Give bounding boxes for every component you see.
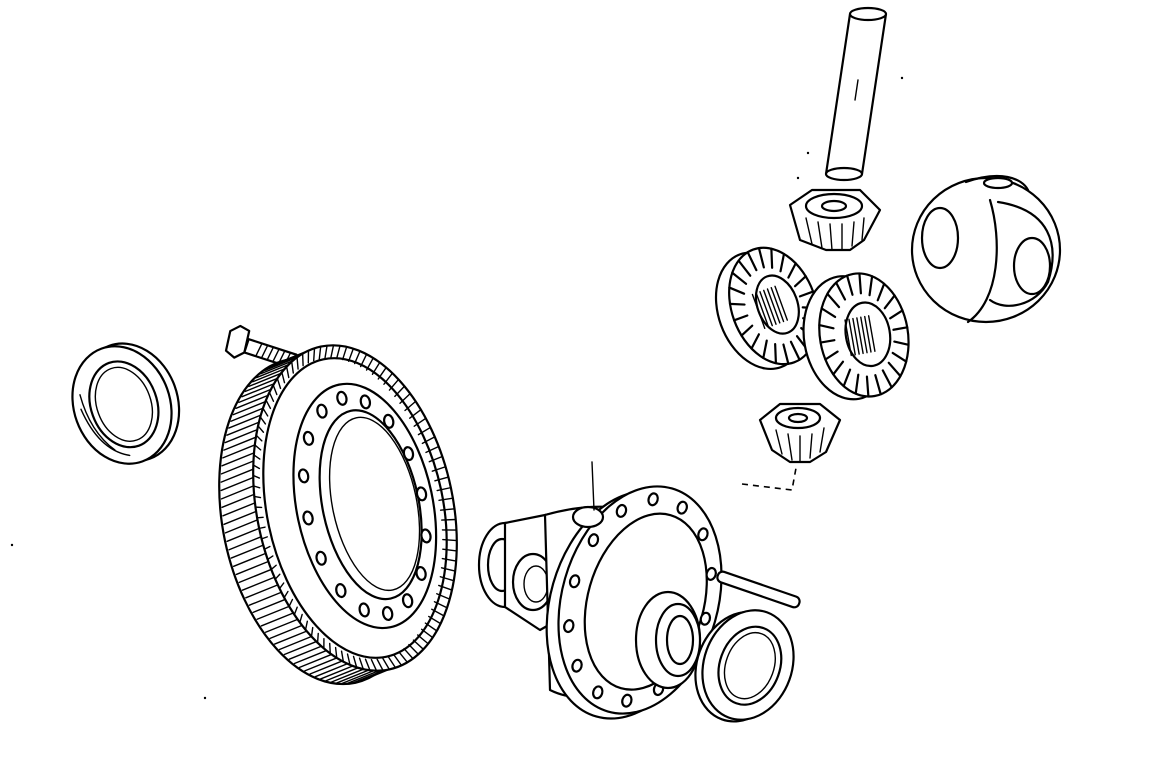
lower-pinion-gear [741,402,842,491]
differential-case [477,461,723,720]
left-side-gear [714,246,820,371]
left-seal-ring [71,342,181,465]
right-side-gear [802,272,910,401]
upper-pinion-gear [788,188,882,252]
scan-specks [10,76,904,700]
spherical-carrier [910,174,1062,324]
right-seal-ring [694,609,795,723]
ring-gear [218,344,458,686]
pinion-shaft [824,6,888,182]
lock-pin [716,570,801,609]
